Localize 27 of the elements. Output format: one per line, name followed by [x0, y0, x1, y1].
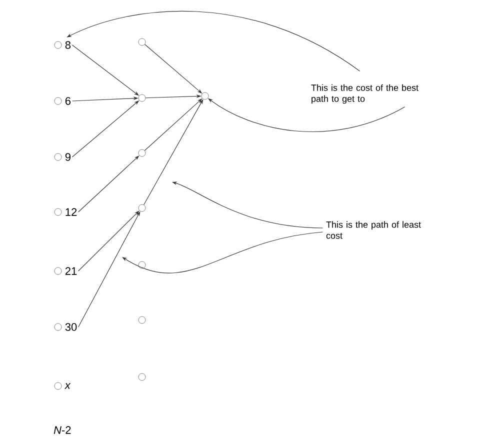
circle [138, 261, 146, 269]
circle [138, 149, 146, 157]
note-text: This is the cost of the best path to get to [311, 84, 418, 104]
leader-line [122, 232, 324, 274]
circle [138, 38, 146, 46]
circle [138, 204, 146, 212]
circle [54, 323, 62, 331]
node-label: 9 [65, 153, 70, 161]
node-label: x [64, 383, 71, 389]
circle [54, 153, 62, 161]
node-label: 8 [65, 41, 71, 49]
circle [54, 382, 62, 390]
circle [201, 92, 209, 100]
circle [54, 267, 62, 275]
circle [54, 97, 62, 105]
circle [54, 208, 62, 216]
node-label: 6 [65, 97, 71, 105]
note-text: This is the path of least cost [326, 221, 421, 239]
circle [54, 41, 62, 49]
node-label: 30 [65, 323, 77, 331]
circle [138, 94, 146, 102]
node-label: 12 [66, 208, 77, 216]
circle [138, 316, 146, 324]
circle [138, 373, 146, 381]
arrow [78, 210, 140, 272]
node-label: 21 [65, 267, 77, 275]
axis-label: N-2 [54, 426, 71, 434]
